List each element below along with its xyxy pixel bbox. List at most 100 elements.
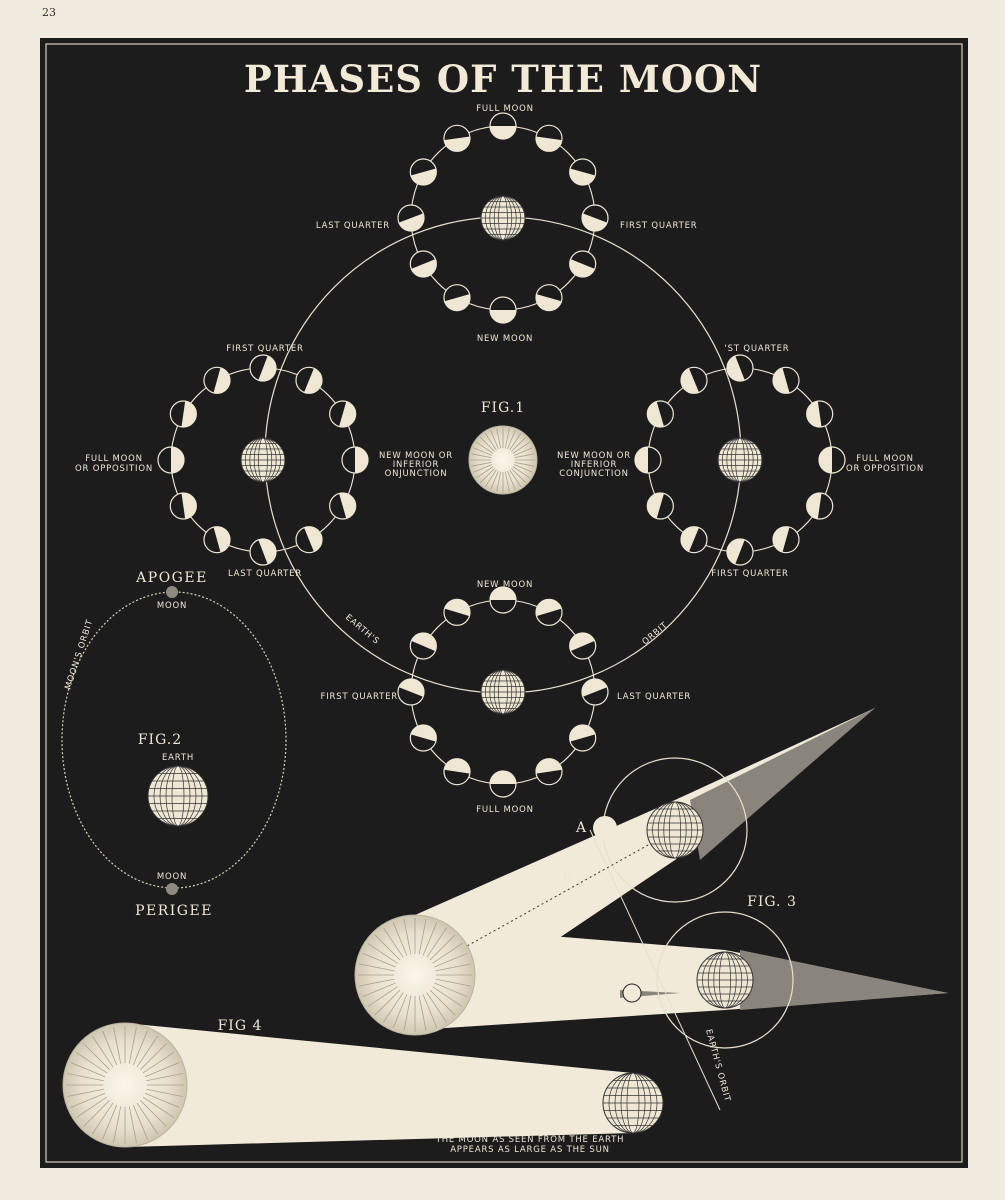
label-b: B bbox=[562, 868, 573, 884]
label-new-moon-or: NEW MOON OR bbox=[379, 451, 453, 461]
sun-ray bbox=[359, 963, 395, 972]
moon-lit-half bbox=[339, 401, 356, 428]
sun-ray bbox=[392, 994, 408, 1028]
moon-lit-half bbox=[569, 168, 596, 186]
sun-ray bbox=[83, 1100, 110, 1127]
sun-ray bbox=[403, 919, 412, 955]
label-first-quarter: FIRST QUARTER bbox=[321, 692, 398, 702]
moon-orbit-ring bbox=[634, 354, 846, 566]
moon-lit-half bbox=[258, 355, 276, 381]
sun-ray bbox=[511, 468, 527, 484]
sun-ray bbox=[83, 1043, 110, 1070]
sun-ray bbox=[471, 461, 492, 467]
label-new-moon-or: NEW MOON OR bbox=[557, 451, 631, 461]
moon-lit-half bbox=[773, 526, 790, 553]
sun-ray bbox=[434, 952, 468, 968]
sun-ray bbox=[509, 469, 522, 488]
moon-orbit-ring bbox=[397, 586, 609, 798]
sun bbox=[468, 425, 538, 495]
sun-ray bbox=[490, 470, 499, 490]
moon-lit-half bbox=[569, 725, 596, 742]
label-last-quarter: LAST QUARTER bbox=[228, 569, 302, 579]
sun-ray bbox=[113, 1027, 122, 1064]
moon-lit-half bbox=[411, 259, 437, 277]
page-number: 23 bbox=[42, 6, 56, 19]
sun-ray bbox=[473, 464, 493, 473]
moon-lit-half bbox=[490, 310, 516, 323]
moon-orbit bbox=[656, 911, 794, 1049]
moon-lit-half bbox=[773, 367, 790, 394]
plate-border bbox=[45, 43, 963, 1163]
sun-ray bbox=[132, 1030, 148, 1066]
sun-fig4 bbox=[62, 1022, 188, 1148]
moon-lit-half bbox=[647, 493, 664, 519]
plate-title: PHASES OF THE MOON bbox=[244, 57, 762, 101]
sun-ray bbox=[514, 453, 535, 459]
sun-ray bbox=[128, 1106, 137, 1143]
sun-ray bbox=[142, 1051, 175, 1074]
moon-lit-half bbox=[681, 368, 700, 394]
sun-ray bbox=[507, 470, 516, 490]
label-inferior: INFERIOR bbox=[571, 460, 618, 470]
moon-lit-half bbox=[398, 213, 424, 232]
sun-ray bbox=[146, 1088, 183, 1097]
sun-ray bbox=[142, 1096, 175, 1119]
sun-ray bbox=[70, 1062, 106, 1078]
sun-ray bbox=[512, 466, 531, 479]
sun-ray bbox=[67, 1073, 104, 1082]
label-first-quarter: FIRST QUARTER bbox=[711, 569, 788, 579]
label-perigee: PERIGEE bbox=[135, 903, 213, 919]
moon-lit-half bbox=[181, 401, 197, 428]
moon-perigee bbox=[166, 883, 178, 895]
moon-fig4 bbox=[602, 1072, 664, 1134]
label-new-moon: NEW MOON bbox=[560, 989, 616, 999]
moon-apogee bbox=[166, 586, 178, 598]
earth-shadow-cone bbox=[690, 708, 875, 860]
sun-ray bbox=[367, 986, 398, 1008]
moon-lit-half bbox=[213, 526, 230, 553]
sun-ray bbox=[513, 447, 533, 456]
fig4-label: FIG 4 bbox=[218, 1018, 263, 1034]
sun-ray bbox=[113, 1106, 122, 1143]
label-new-moon: NEW MOON bbox=[477, 580, 533, 590]
moon-lit-half bbox=[339, 493, 356, 519]
sun-ray bbox=[479, 468, 495, 484]
label-full-moon: FULL MOON bbox=[476, 805, 534, 815]
label-conjunction: CONJUNCTION bbox=[559, 469, 629, 479]
moon-lit-half bbox=[355, 447, 368, 473]
sun-fig3 bbox=[354, 914, 476, 1036]
label-full-moon: FULL MOON bbox=[856, 454, 914, 464]
label-a: A bbox=[575, 820, 587, 836]
moon-lit-half bbox=[582, 679, 608, 697]
moon-lit-half bbox=[410, 725, 437, 742]
sun-ray bbox=[75, 1051, 108, 1074]
moon-lit-half bbox=[681, 526, 700, 552]
sun-ray bbox=[509, 432, 522, 451]
sun-ray bbox=[432, 942, 463, 964]
sun-ray bbox=[511, 436, 527, 452]
sun-ray bbox=[146, 1073, 183, 1082]
sun-ray bbox=[432, 986, 463, 1008]
sun-ray bbox=[479, 436, 495, 452]
sun-ray bbox=[102, 1030, 118, 1066]
sun-ray bbox=[484, 469, 497, 488]
sun-ray bbox=[422, 922, 438, 956]
sun-ray bbox=[136, 1102, 159, 1135]
sun-ray bbox=[429, 934, 456, 961]
sun-ray bbox=[496, 428, 502, 449]
sun-ray bbox=[136, 1035, 159, 1068]
moon-lit-half bbox=[213, 367, 230, 394]
sun-ray bbox=[475, 441, 494, 454]
sun-ray bbox=[435, 978, 471, 987]
moon-lit-half bbox=[569, 633, 595, 652]
label-opposition: OR OPPOSITION bbox=[75, 464, 153, 474]
moon-orbit-ring bbox=[397, 112, 609, 324]
moon-lit-half bbox=[258, 539, 276, 565]
sun-ray bbox=[102, 1104, 118, 1140]
earth-fig3 bbox=[646, 801, 704, 859]
moon-lit-half bbox=[444, 294, 470, 311]
label-new-moon: NEW MOON bbox=[477, 334, 533, 344]
sun-ray bbox=[490, 430, 499, 450]
moon-lit-half bbox=[171, 447, 184, 473]
